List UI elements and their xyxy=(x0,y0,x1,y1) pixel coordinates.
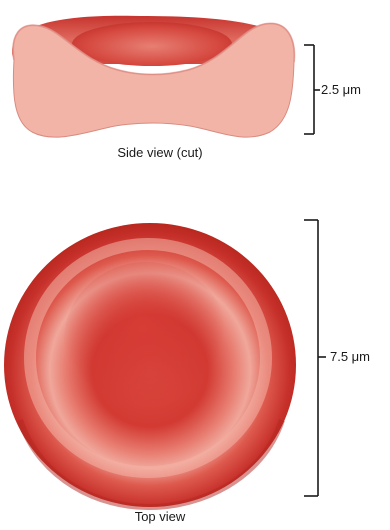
top-view-measurement: 7.5 μm xyxy=(330,350,370,363)
top-view-dimple xyxy=(64,262,228,418)
top-view-diameter-bracket xyxy=(304,220,326,496)
side-view-cell xyxy=(12,16,294,137)
side-view-measurement: 2.5 μm xyxy=(321,83,361,96)
top-view-caption: Top view xyxy=(80,510,240,523)
top-view-cell xyxy=(4,223,296,507)
side-view-dimple xyxy=(72,22,232,66)
side-view-caption: Side view (cut) xyxy=(80,146,240,159)
side-view-height-bracket xyxy=(304,45,320,134)
